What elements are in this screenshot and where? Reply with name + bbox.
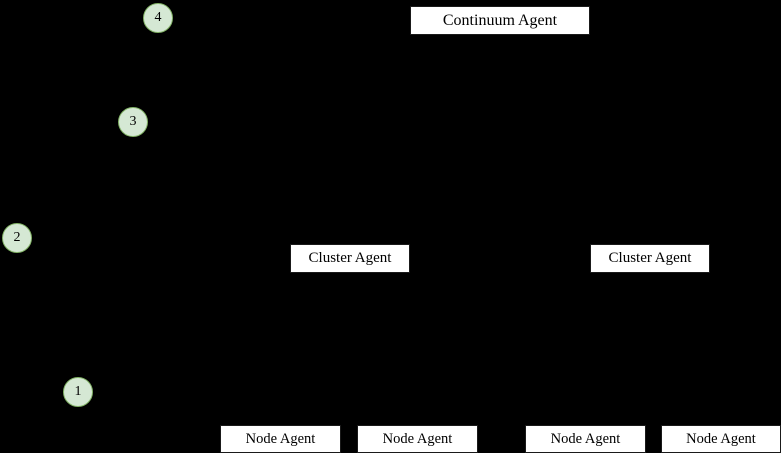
step-marker-label: 1 (74, 384, 82, 399)
node-box-label: Node Agent (686, 430, 756, 447)
step-marker-label: 3 (129, 114, 137, 129)
step-marker-label: 2 (13, 230, 21, 245)
node-box-continuum-agent[interactable]: Continuum Agent (410, 6, 590, 35)
step-marker-2[interactable]: 2 (2, 223, 32, 253)
node-box-label: Continuum Agent (442, 11, 558, 29)
node-box-cluster-agent-1[interactable]: Cluster Agent (290, 244, 410, 273)
node-box-label: Cluster Agent (608, 250, 692, 266)
node-box-node-agent-3[interactable]: Node Agent (525, 425, 646, 453)
node-box-node-agent-1[interactable]: Node Agent (220, 425, 341, 453)
node-box-label: Node Agent (382, 430, 453, 447)
node-box-label: Node Agent (550, 430, 621, 447)
node-box-cluster-agent-2[interactable]: Cluster Agent (590, 244, 710, 273)
step-marker-4[interactable]: 4 (143, 3, 173, 33)
step-marker-3[interactable]: 3 (118, 107, 148, 137)
node-box-node-agent-2[interactable]: Node Agent (357, 425, 478, 453)
node-box-label: Node Agent (245, 430, 316, 447)
node-box-label: Cluster Agent (308, 250, 392, 266)
step-marker-label: 4 (154, 10, 162, 25)
step-marker-1[interactable]: 1 (63, 377, 93, 407)
node-box-node-agent-4[interactable]: Node Agent (661, 425, 781, 453)
